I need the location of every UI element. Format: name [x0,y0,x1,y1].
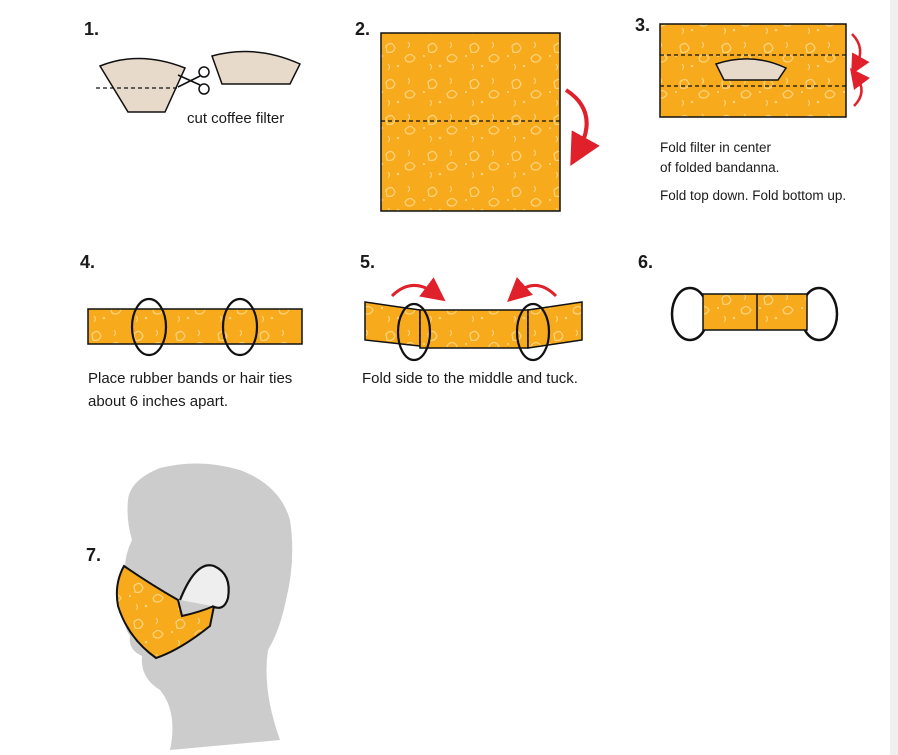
fold-bottom-arrow [850,67,870,107]
step-2-illustration [380,32,600,212]
step-3-caption-line3: Fold top down. Fold bottom up. [660,188,847,203]
step-4-caption-line2: about 6 inches apart. [88,393,229,410]
step-3-caption-line2: of folded bandanna. [660,160,780,175]
ear-loop-side [178,564,230,609]
step-3-caption-line1: Fold filter in center [660,140,772,155]
step-number-3: 3. [635,15,651,35]
step-number-6: 6. [638,252,654,272]
finished-mask [702,293,808,331]
step-6-illustration [670,286,839,342]
step-4-caption-line1: Place rubber bands or hair ties [88,370,293,387]
step-number-7: 7. [86,545,102,565]
step-7-illustration [115,463,293,750]
coffee-filter-right [211,50,302,85]
step-number-4: 4. [80,252,96,272]
fold-down-arrow [564,88,600,167]
rubber-band-left [396,302,432,362]
head-silhouette [121,463,293,750]
step-number-5: 5. [360,252,376,272]
fold-top-arrow [851,33,870,75]
scrollbar-track[interactable] [890,0,898,755]
coffee-filter-piece [714,58,788,81]
step-4-illustration [87,297,303,357]
step-1-caption: cut coffee filter [187,110,285,127]
scissors-icon [177,66,210,95]
mask-on-face [115,564,216,660]
rubber-band-right [221,297,259,357]
folded-strip [87,308,303,345]
coffee-filter-left [98,57,187,113]
step-5-illustration [364,277,583,362]
fold-right-arrow [390,277,446,302]
strip-left-flap [364,301,421,347]
rubber-band-left [130,297,168,357]
step-3-illustration [659,23,870,118]
step-number-2: 2. [355,19,371,39]
step-5-caption: Fold side to the middle and tuck. [362,370,578,387]
rubber-band-right [515,302,551,362]
fold-left-arrow [507,277,558,303]
step-number-1: 1. [84,19,100,39]
strip-center [419,309,529,349]
step-1-illustration [96,50,302,113]
bandanna-square [380,32,561,212]
strip-right-flap [527,301,583,349]
